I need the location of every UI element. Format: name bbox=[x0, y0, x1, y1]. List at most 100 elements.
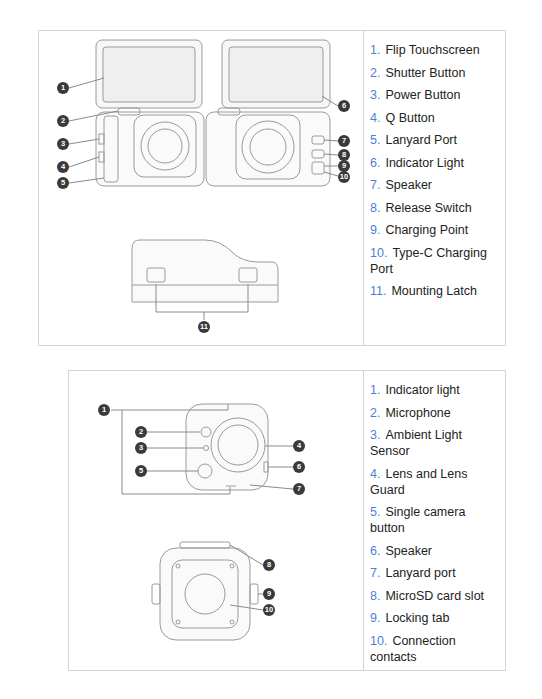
callout-marker: 7 bbox=[338, 135, 350, 147]
list-item: 5. Lanyard Port bbox=[370, 132, 502, 148]
callout-number: 10 bbox=[340, 172, 348, 181]
list-number: 9. bbox=[370, 223, 380, 237]
part-name: Speaker bbox=[385, 544, 432, 558]
part-name: Speaker bbox=[385, 178, 432, 192]
callout-number: 7 bbox=[297, 484, 301, 493]
callout-marker: 1 bbox=[57, 82, 69, 94]
list-number: 8. bbox=[370, 589, 380, 603]
callout-number: 5 bbox=[61, 178, 65, 187]
part-name: Power Button bbox=[385, 88, 460, 102]
list-number: 5. bbox=[370, 133, 380, 147]
list-item: 8. MicroSD card slot bbox=[370, 588, 502, 604]
list-item: 11. Mounting Latch bbox=[370, 283, 502, 299]
list-number: 10. bbox=[370, 246, 387, 260]
list-item: 3.Ambient Light Sensor bbox=[370, 427, 502, 459]
callout-number: 11 bbox=[200, 322, 208, 331]
list-item: 10.Connection contacts bbox=[370, 633, 502, 665]
list-number: 4. bbox=[370, 467, 380, 481]
callout-marker: 3 bbox=[135, 442, 147, 454]
panel-border bbox=[39, 31, 506, 346]
callout-number: 3 bbox=[139, 443, 143, 452]
callout-number: 1 bbox=[102, 405, 106, 414]
part-name: Type-C Charging Port bbox=[370, 246, 487, 276]
single-camera-back bbox=[152, 542, 258, 640]
list-item: 1. Flip Touchscreen bbox=[370, 42, 502, 58]
callout-marker: 8 bbox=[263, 559, 275, 571]
camera-front-view bbox=[96, 40, 204, 186]
leader-lines bbox=[111, 404, 293, 610]
list-number: 3. bbox=[370, 88, 380, 102]
list-item: 3. Power Button bbox=[370, 87, 502, 103]
list-item: 7.Lanyard port bbox=[370, 565, 502, 581]
callout-marker: 5 bbox=[57, 177, 69, 189]
part-name: Lanyard Port bbox=[385, 133, 457, 147]
camera-bottom-view bbox=[132, 240, 278, 302]
callout-marker: 4 bbox=[293, 440, 305, 452]
part-name: Flip Touchscreen bbox=[385, 43, 479, 57]
part-name: Lens and Lens Guard bbox=[370, 467, 467, 497]
list-number: 6. bbox=[370, 156, 380, 170]
part-name: Shutter Button bbox=[385, 66, 465, 80]
callout-marker: 7 bbox=[293, 483, 305, 495]
parts-list: 1. Indicator light 2. Microphone 3.Ambient L… bbox=[370, 382, 502, 671]
callout-marker: 9 bbox=[263, 588, 275, 600]
single-camera-front bbox=[186, 404, 268, 490]
callout-marker: 2 bbox=[57, 115, 69, 127]
callout-marker: 11 bbox=[198, 321, 210, 333]
callout-number: 9 bbox=[267, 589, 271, 598]
list-item: 4.Q Button bbox=[370, 110, 502, 126]
callout-number: 1 bbox=[61, 83, 65, 92]
part-name: Release Switch bbox=[385, 201, 471, 215]
callout-number: 7 bbox=[342, 136, 346, 145]
list-number: 4. bbox=[370, 111, 380, 125]
list-item: 4.Lens and Lens Guard bbox=[370, 466, 502, 498]
callout-number: 4 bbox=[297, 441, 301, 450]
part-name: MicroSD card slot bbox=[385, 589, 484, 603]
list-item: 6. Speaker bbox=[370, 543, 502, 559]
list-item: 2. Shutter Button bbox=[370, 65, 502, 81]
callout-marker: 6 bbox=[338, 100, 350, 112]
list-number: 6. bbox=[370, 544, 380, 558]
list-item: 5.Single camera button bbox=[370, 504, 502, 536]
list-number: 9. bbox=[370, 611, 380, 625]
callout-marker: 5 bbox=[135, 465, 147, 477]
list-number: 7. bbox=[370, 178, 380, 192]
part-name: Microphone bbox=[385, 406, 450, 420]
list-item: 2. Microphone bbox=[370, 405, 502, 421]
list-item: 9. Locking tab bbox=[370, 610, 502, 626]
list-number: 10. bbox=[370, 634, 387, 648]
callout-marker: 10 bbox=[263, 604, 275, 616]
list-number: 2. bbox=[370, 406, 380, 420]
camera-rear-view bbox=[206, 40, 330, 186]
list-item: 1. Indicator light bbox=[370, 382, 502, 398]
panel-divider bbox=[363, 30, 364, 345]
list-number: 11. bbox=[370, 284, 386, 298]
part-name: Indicator Light bbox=[385, 156, 464, 170]
part-name: Indicator light bbox=[385, 383, 459, 397]
list-item: 6. Indicator Light bbox=[370, 155, 502, 171]
list-number: 1. bbox=[370, 43, 380, 57]
part-name: Lanyard port bbox=[385, 566, 455, 580]
callout-number: 6 bbox=[342, 101, 346, 110]
part-name: Locking tab bbox=[385, 611, 449, 625]
callout-number: 8 bbox=[267, 560, 271, 569]
list-item: 10.Type-C Charging Port bbox=[370, 245, 502, 277]
callout-marker: 1 bbox=[98, 404, 110, 416]
callout-marker: 2 bbox=[135, 426, 147, 438]
list-number: 2. bbox=[370, 66, 380, 80]
callout-number: 3 bbox=[61, 139, 65, 148]
part-name: Ambient Light Sensor bbox=[370, 428, 462, 458]
leader-lines bbox=[69, 78, 338, 320]
callout-number: 4 bbox=[61, 162, 65, 171]
list-number: 1. bbox=[370, 383, 380, 397]
callout-marker: 10 bbox=[338, 171, 350, 183]
panel-divider bbox=[363, 370, 364, 670]
list-item: 8. Release Switch bbox=[370, 200, 502, 216]
list-item: 7. Speaker bbox=[370, 177, 502, 193]
list-number: 5. bbox=[370, 505, 380, 519]
parts-list: 1. Flip Touchscreen 2. Shutter Button 3. Powe… bbox=[370, 42, 502, 306]
callout-number: 2 bbox=[61, 116, 65, 125]
list-number: 8. bbox=[370, 201, 380, 215]
part-name: Mounting Latch bbox=[391, 284, 476, 298]
